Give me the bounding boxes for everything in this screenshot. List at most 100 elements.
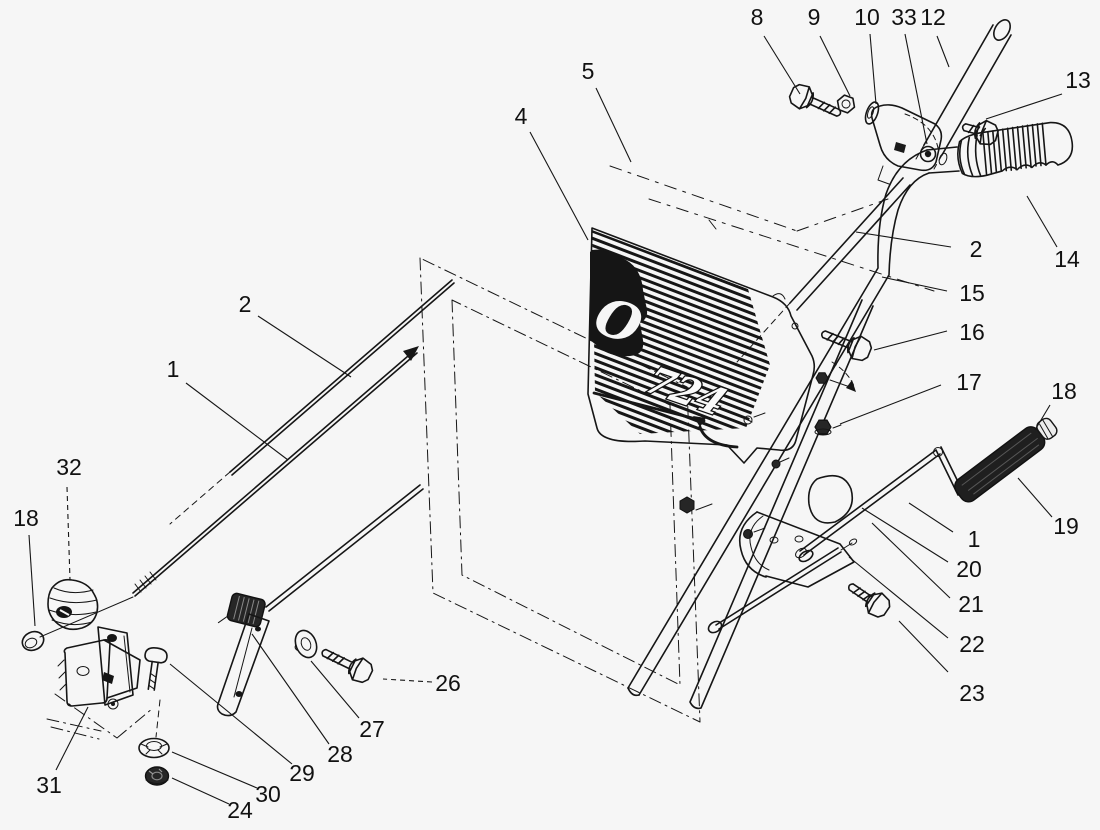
lower-bracket-assembly [46,626,170,786]
shift-lever-assembly [216,484,424,717]
screw-small [791,322,799,330]
crank-bracket-21 [738,511,855,588]
push-cap-18 [21,630,45,652]
leader-line-32 [66,486,71,581]
handlebar-assembly [627,19,1074,710]
part-label-12: 12 [920,4,946,30]
part-label-32: 32 [56,454,82,480]
carriage-bolt-8 [788,83,842,117]
hex-bolt-13 [961,119,999,146]
leader-line-2 [257,315,352,378]
leader-line-26 [382,678,433,683]
part-label-18: 18 [1051,378,1077,404]
lower-handle-tubes [627,146,960,710]
part-label-29: 29 [289,760,315,786]
pivot-nut [919,145,937,163]
leader-line-19 [1017,477,1053,518]
leader-line-14 [1026,195,1058,248]
knob-32 [47,578,99,631]
leader-line-28 [251,633,330,745]
part-label-4: 4 [515,103,528,129]
part-label-27: 27 [359,716,385,742]
upper-handle-lower-tube [736,177,911,363]
part-label-21: 21 [958,591,984,617]
cable-clamp-28 [217,592,266,628]
leader-line-1 [185,382,289,461]
leader-line-20 [861,507,949,563]
leader-line-10 [869,33,877,105]
screw-small [743,415,753,425]
part-label-15: 15 [959,280,985,306]
crank-rod-22 [707,538,858,634]
part-label-26: 26 [435,670,461,696]
handle-grip [957,121,1074,178]
part-label-1: 1 [167,356,180,382]
leader-line-12 [936,35,950,68]
leader-line-30 [171,751,258,789]
leader-line-1 [908,502,954,533]
leader-line-31 [55,706,89,771]
control-rod-assembly [21,279,455,652]
part-label-5: 5 [582,58,595,84]
part-label-19: 19 [1053,513,1079,539]
leader-line-24 [171,777,230,805]
part-label-31: 31 [36,772,62,798]
leader-line-29 [169,663,293,765]
lever-bar [216,613,270,717]
part-label-33: 33 [891,4,917,30]
leader-line-27 [310,660,360,719]
leader-line-5 [595,87,632,163]
part-label-18: 18 [13,505,39,531]
phantom-mount-plate [46,693,154,740]
lever-arm [265,484,424,612]
rod-axis-line [39,596,134,638]
decal-plate-20 [807,474,854,524]
leader-line-18 [28,534,36,627]
hex-bolt-26 [321,648,374,684]
leader-line-21 [871,522,951,599]
leader-line-33 [904,33,928,145]
part-label-30: 30 [255,781,281,807]
crank-grip-19 [954,417,1058,503]
insertion-arrow [698,425,739,449]
washer-27 [294,629,318,659]
leader-line-15 [881,276,948,292]
leader-line-13 [985,93,1063,120]
lock-nut-24 [144,766,170,786]
part-label-28: 28 [327,741,353,767]
leader-line-23 [898,620,949,673]
flange-nut-17 [814,419,842,436]
part-label-9: 9 [808,4,821,30]
part-label-8: 8 [751,4,764,30]
chute-crank-rod-1 [795,446,964,559]
control-rod-2 [169,279,455,525]
screw-small [771,459,781,469]
part-label-23: 23 [959,680,985,706]
hinge-bracket [870,104,948,185]
part-label-2: 2 [970,236,983,262]
top-face-lines [609,165,935,292]
leader-line-17 [839,384,942,425]
carriage-bolt-29 [144,647,168,691]
flange-washer-30 [138,737,170,759]
part-label-13: 13 [1065,67,1091,93]
hex-bolt-23 [847,583,891,618]
leader-line-22 [848,556,949,639]
leader-line-16 [873,330,948,351]
hinge-hole [894,142,906,153]
leader-line-2 [855,231,952,248]
hex-bolt-16 [820,330,873,362]
part-label-24: 24 [227,797,253,823]
leader-line-18 [1034,404,1051,431]
leader-line-8 [763,35,801,95]
square-nut-small [815,372,851,388]
part-label-22: 22 [959,631,985,657]
console-outline [587,227,816,464]
part-label-10: 10 [854,4,880,30]
leader-line-9 [819,35,851,97]
bracket-31 [57,626,141,710]
part-label-17: 17 [956,369,982,395]
